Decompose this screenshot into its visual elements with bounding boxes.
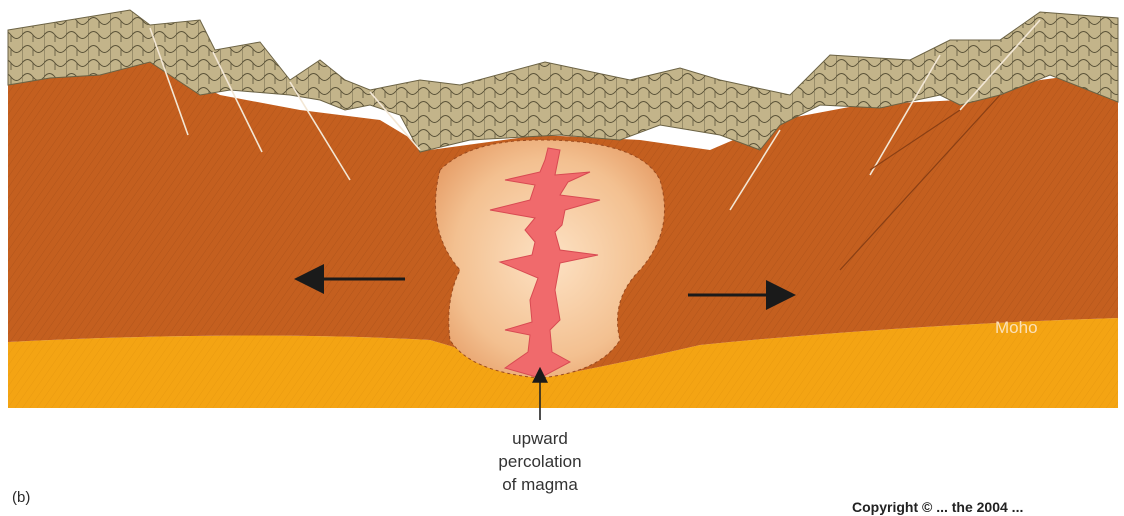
caption-line-3: of magma bbox=[502, 475, 578, 494]
caption-line-2: percolation bbox=[498, 452, 581, 471]
copyright-text: Copyright © ... the 2004 ... bbox=[852, 499, 1023, 515]
caption-line-1: upward bbox=[512, 429, 568, 448]
panel-label: (b) bbox=[12, 489, 30, 506]
magma-caption: upward percolation of magma bbox=[498, 429, 581, 494]
moho-label: Moho bbox=[995, 318, 1038, 337]
